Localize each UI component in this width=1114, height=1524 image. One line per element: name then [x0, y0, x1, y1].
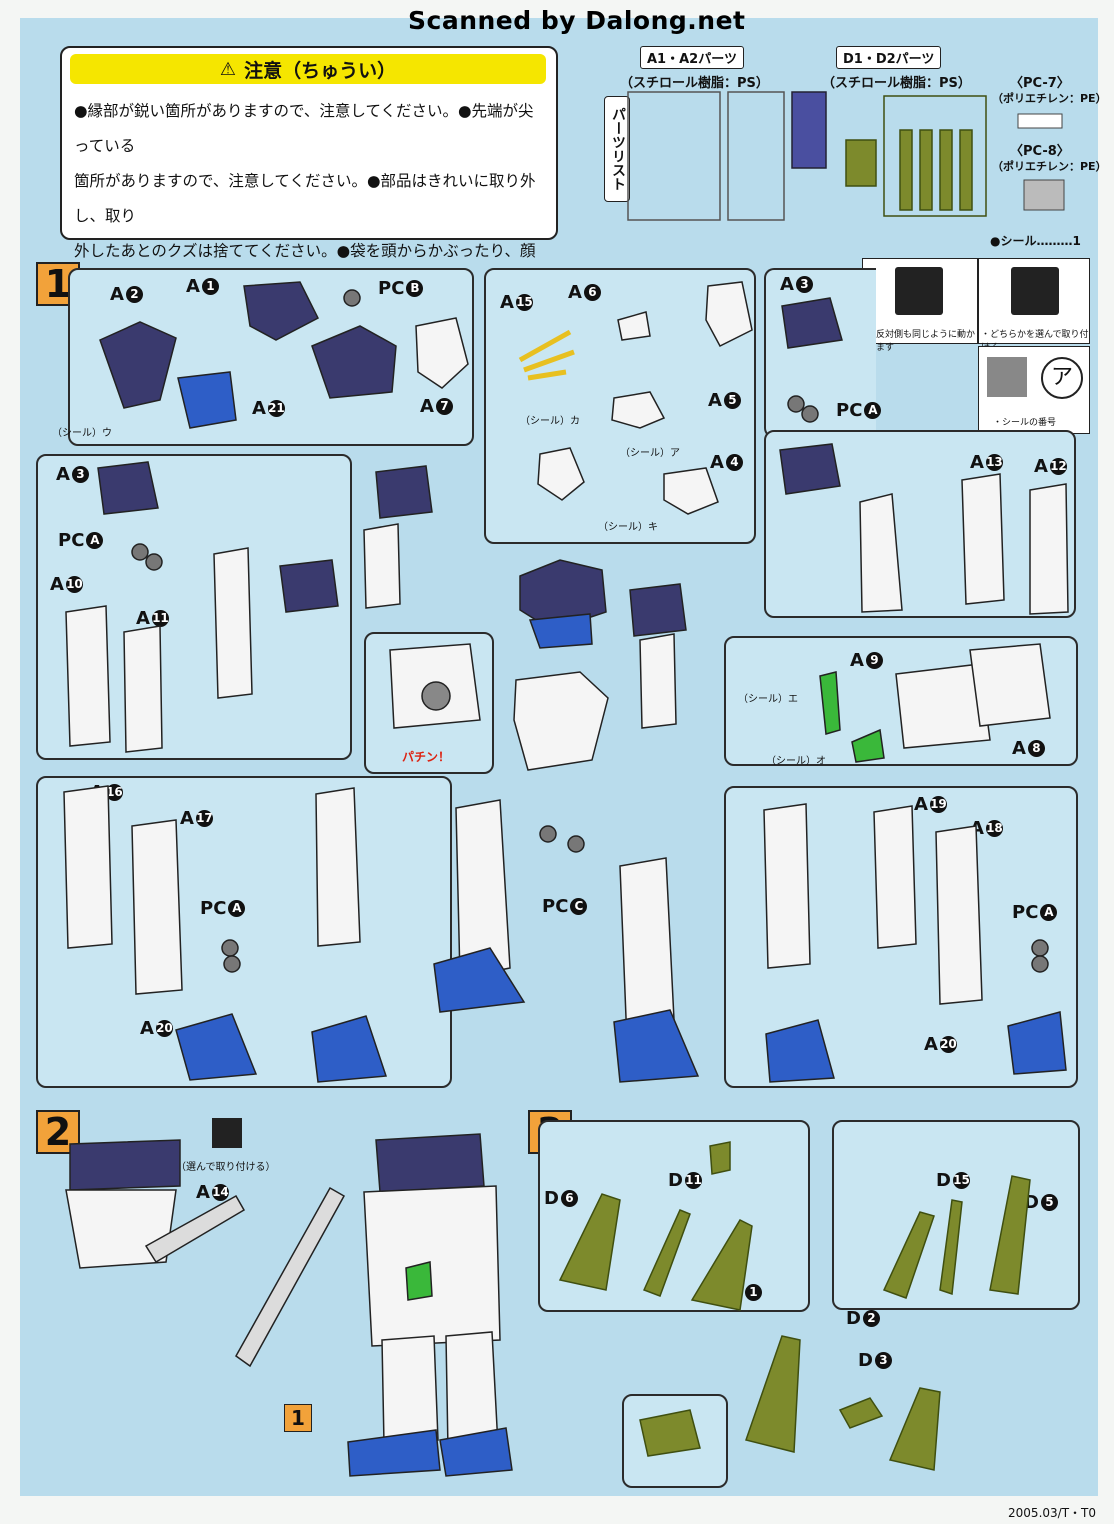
- seal-icon: [987, 357, 1027, 397]
- runner-a-label: A1・A2パーツ: [640, 46, 744, 69]
- seal-count: ●シール………1: [990, 234, 1081, 248]
- seal-o-label: （シール）オ: [766, 756, 826, 767]
- caution-header: ⚠ 注意（ちゅうい）: [70, 54, 546, 84]
- seal-u-label: （シール）ウ: [52, 428, 112, 439]
- runner-a-material: （スチロール樹脂：PS）: [620, 76, 769, 91]
- legend-seal: ア ・シールの番号: [978, 346, 1090, 434]
- print-code: 2005.03/T・T0: [1008, 1506, 1096, 1520]
- pc7-label: 〈PC-7〉: [1010, 76, 1070, 91]
- runner-d-illustration: [845, 95, 987, 217]
- pc8-material: （ポリエチレン：PE）: [992, 160, 1107, 173]
- seal-e-label: （シール）エ: [738, 694, 798, 705]
- step2-figures: [65, 1133, 513, 1477]
- caution-box: ⚠ 注意（ちゅうい） ●縁部が鋭い箇所がありますので、注意してください。●先端が…: [60, 46, 558, 330]
- step-2-number: 2: [36, 1110, 80, 1154]
- parts-list-label: パーツリスト: [604, 96, 630, 202]
- center-torso: [389, 559, 609, 771]
- seal-a-label: （シール）ア: [620, 448, 680, 459]
- waist-armor-parts: [819, 643, 1051, 763]
- legend-choose: ・どちらかを選んで取り付ける: [978, 258, 1090, 353]
- runner-d-material: （スチロール樹脂：PS）: [822, 76, 971, 91]
- pc7-material: （ポリエチレン：PE）: [992, 92, 1107, 105]
- pc7-sprue: [1017, 113, 1063, 129]
- step3-wings: [558, 1141, 1031, 1471]
- seal-ki-label: （シール）キ: [598, 522, 658, 533]
- pc8-label: 〈PC-8〉: [1010, 144, 1070, 159]
- pc8-sprue: [1023, 179, 1065, 211]
- caution-title: 注意（ちゅうい）: [244, 59, 397, 82]
- arm-parts: [65, 297, 1069, 753]
- head-parts: [518, 281, 753, 515]
- torso-parts: [99, 281, 469, 429]
- mirror-icon: [895, 267, 943, 315]
- caution-text: ●縁部が鋭い箇所がありますので、注意してください。●先端が尖っている 箇所があり…: [74, 102, 536, 330]
- pachin-label: パチン！: [402, 750, 451, 764]
- seal-ka-label: （シール）カ: [520, 416, 580, 427]
- choose-icon: [1011, 267, 1059, 315]
- choose-icon-step2: [212, 1118, 242, 1148]
- choose-label: （選んで取り付ける）: [176, 1162, 276, 1173]
- legend-mirror: ・反対側も同じように動かします: [862, 258, 978, 353]
- scan-banner: Scanned by Dalong.net: [408, 6, 746, 35]
- runner-d-label: D1・D2パーツ: [836, 46, 942, 69]
- leg-parts: [63, 785, 1067, 1083]
- runner-a-illustration: [627, 91, 827, 221]
- step-1-reference: 1: [284, 1404, 312, 1432]
- warning-icon: ⚠: [219, 58, 237, 80]
